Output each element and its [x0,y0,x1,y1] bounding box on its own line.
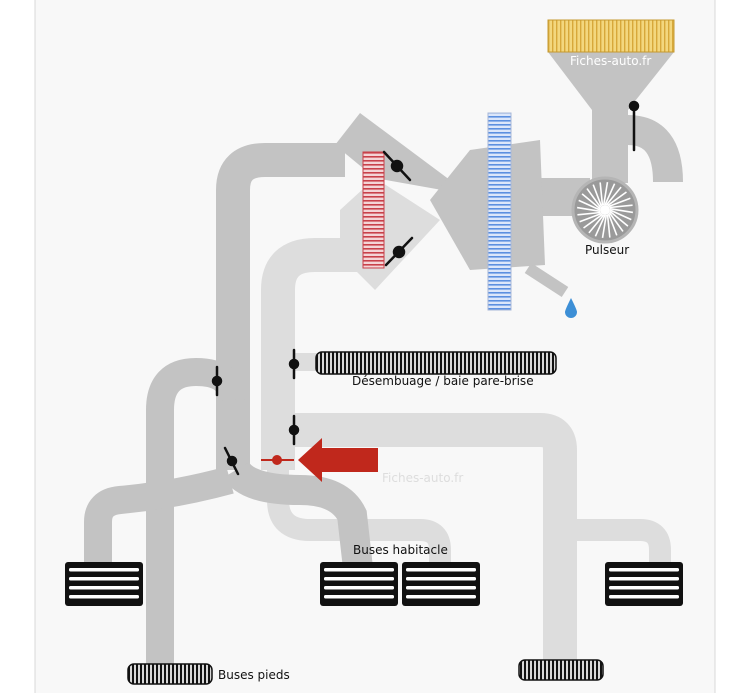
intake-flap [628,100,640,152]
intake-throat [592,108,628,183]
light-riser-duct [261,238,375,470]
upper-chamber [335,113,470,195]
dark-ducts [84,115,683,668]
cabin-filter [547,19,675,53]
cabin-vent-center-left [320,562,398,606]
intake-elbow-duct [627,115,683,183]
cabin-vent-right [605,562,683,606]
upper-loop-flap [288,414,300,446]
fan-icon [571,176,639,244]
water-drop-icon [565,298,577,318]
defrost-vent [315,351,557,375]
pulseur-label: Pulseur [585,243,629,257]
defrost-flap [288,348,300,380]
arrow-left-icon [298,438,378,482]
drain-pipe [524,262,569,298]
heater-top-flap [382,150,412,182]
watermark-top: Fiches-auto.fr [570,54,651,68]
red-flap [261,455,294,465]
flaps [211,100,640,476]
cabin-vent-center-right [402,562,480,606]
light-right-vent-duct [560,519,671,568]
dark-main-riser [216,143,345,470]
foot-vent-left [127,663,213,685]
left-riser-flap [211,365,223,397]
dark-left-loop [146,357,247,668]
heater-core [362,151,385,269]
light-upper-loop-duct [278,413,577,668]
foot-vent-right [518,659,604,681]
evaporator-core [487,112,512,311]
desembuage-label: Désembuage / baie pare-brise [352,374,534,388]
cabin-vent-left [65,562,143,606]
heater-bottom-flap [384,236,414,267]
watermark-middle: Fiches-auto.fr [382,471,463,485]
dark-center-duct [223,461,373,570]
junction-flap [223,446,240,476]
buses-pieds-label: Buses pieds [218,668,290,682]
buses-habitacle-label: Buses habitacle [353,543,448,557]
dark-left-vent-duct [84,466,234,568]
intake-funnel [548,52,674,110]
